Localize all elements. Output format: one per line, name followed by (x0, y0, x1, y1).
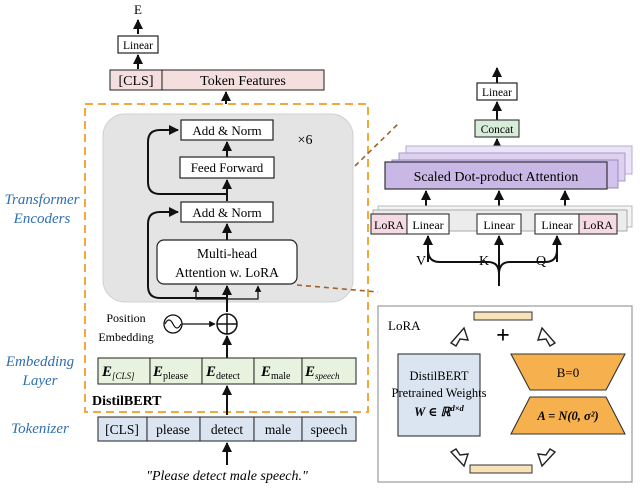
side-label-layer: Layer (22, 373, 58, 389)
concat-box (474, 119, 520, 138)
weights-line3: W ∈ ℝ (414, 405, 451, 419)
token-male (253, 416, 303, 442)
token-detect (199, 416, 255, 442)
embedding-please-sub: please (163, 371, 189, 382)
linear-box-v (406, 213, 450, 235)
side-label-encoders: Encoders (13, 211, 71, 227)
embedding-speech (301, 357, 357, 385)
svg-text:E[CLS]: E[CLS] (101, 364, 135, 381)
embedding-detect-base: E (205, 364, 216, 380)
mha-line1-label: Multi-head (197, 246, 257, 261)
token-speech (301, 416, 357, 442)
svg-text:Eplease: Eplease (152, 364, 189, 382)
concat-label: Concat (481, 124, 514, 136)
weights-line2: Pretrained Weights (392, 386, 487, 400)
lora-input-bar (469, 464, 533, 474)
feed-forward-label: Feed Forward (191, 160, 264, 175)
side-label-tokenizer: Tokenizer (11, 421, 69, 437)
svg-text:Edetect: Edetect (205, 364, 240, 382)
embedding-cls-base: E (101, 364, 112, 380)
linear-top-label: Linear (123, 40, 153, 52)
attention-linear-out-label: Linear (482, 87, 512, 99)
svg-text:Emale: Emale (260, 364, 291, 382)
feed-forward-box (179, 156, 275, 179)
times-six-label: ×6 (298, 133, 313, 148)
embedding-row: E[CLS] Eplease Edetect Emale Espeech (97, 357, 357, 385)
linear-top-box (117, 35, 159, 54)
input-sentence: "Please detect male speech." (146, 469, 308, 484)
token-speech-label: speech (311, 422, 348, 437)
weights-line1: DistilBERT (410, 369, 469, 383)
linear-label-k: Linear (483, 218, 514, 232)
hollow-arrow-bottom-right (536, 448, 557, 468)
distilbert-label: DistilBERT (92, 394, 162, 409)
lora-output-bar (473, 311, 533, 321)
lora-label-v: LoRA (374, 218, 404, 232)
side-label-transformer: Transformer (4, 192, 79, 208)
v-label: V (416, 254, 426, 269)
lora-b-label: B=0 (557, 365, 580, 380)
add-norm-top-box (180, 119, 274, 141)
token-row: [CLS] please detect male speech (97, 416, 357, 442)
embedding-male (253, 357, 303, 385)
linear-label-q: Linear (541, 218, 572, 232)
embedding-male-sub: male (271, 371, 291, 382)
embedding-speech-sub: speech (315, 371, 340, 381)
cls-output-label: [CLS] (119, 74, 154, 89)
embedding-detect-sub: detect (216, 371, 240, 382)
add-norm-top-label: Add & Norm (192, 123, 261, 138)
embedding-cls-sub: [CLS] (112, 371, 135, 381)
embedding-please-base: E (152, 364, 163, 380)
embedding-please (149, 357, 203, 385)
token-features-box (161, 69, 325, 91)
embedding-detect (201, 357, 255, 385)
embedding-male-base: E (260, 364, 271, 380)
lora-a-label: A = N(0, σ²) (536, 409, 598, 423)
lora-a-trapezoid (510, 396, 626, 435)
token-male-label: male (265, 422, 291, 437)
hollow-arrow-up-left (449, 326, 470, 347)
side-label-embedding: Embedding (5, 354, 75, 370)
token-cls (97, 416, 148, 442)
linear-label-v: Linear (412, 218, 443, 232)
hollow-arrow-up-right (536, 326, 557, 347)
add-norm-bottom-box (180, 201, 274, 223)
hollow-arrow-bottom-left (449, 448, 470, 468)
position-label-1: Position (106, 311, 145, 325)
mha-line2-label: Attention w. LoRA (175, 265, 279, 280)
sdpa-box (384, 161, 608, 190)
pretrained-weights-box (397, 353, 481, 437)
token-please-label: please (156, 422, 190, 437)
add-norm-bottom-label: Add & Norm (192, 205, 261, 220)
position-label-2: Embedding (98, 330, 153, 344)
sdpa-label: Scaled Dot-product Attention (414, 170, 579, 185)
svg-text:Espeech: Espeech (304, 364, 340, 381)
embedding-speech-base: E (304, 364, 315, 380)
token-features-label: Token Features (200, 74, 286, 89)
token-detect-label: detect (211, 422, 243, 437)
linear-box-k (476, 213, 522, 235)
output-e-label: E (134, 2, 142, 17)
attention-linear-out-box (476, 82, 518, 101)
lora-label-q: LoRA (583, 218, 613, 232)
lora-b-trapezoid (510, 353, 626, 391)
token-cls-label: [CLS] (105, 422, 139, 437)
lora-panel-title: LoRA (388, 318, 421, 333)
weights-sup: d×d (450, 403, 464, 413)
mha-box (156, 239, 298, 285)
token-please (146, 416, 201, 442)
lora-box-q (578, 213, 618, 235)
lora-plus-sign: + (496, 323, 510, 349)
svg-text:W ∈ ℝd×d: W ∈ ℝd×d (414, 403, 464, 419)
embedding-cls (97, 357, 151, 385)
